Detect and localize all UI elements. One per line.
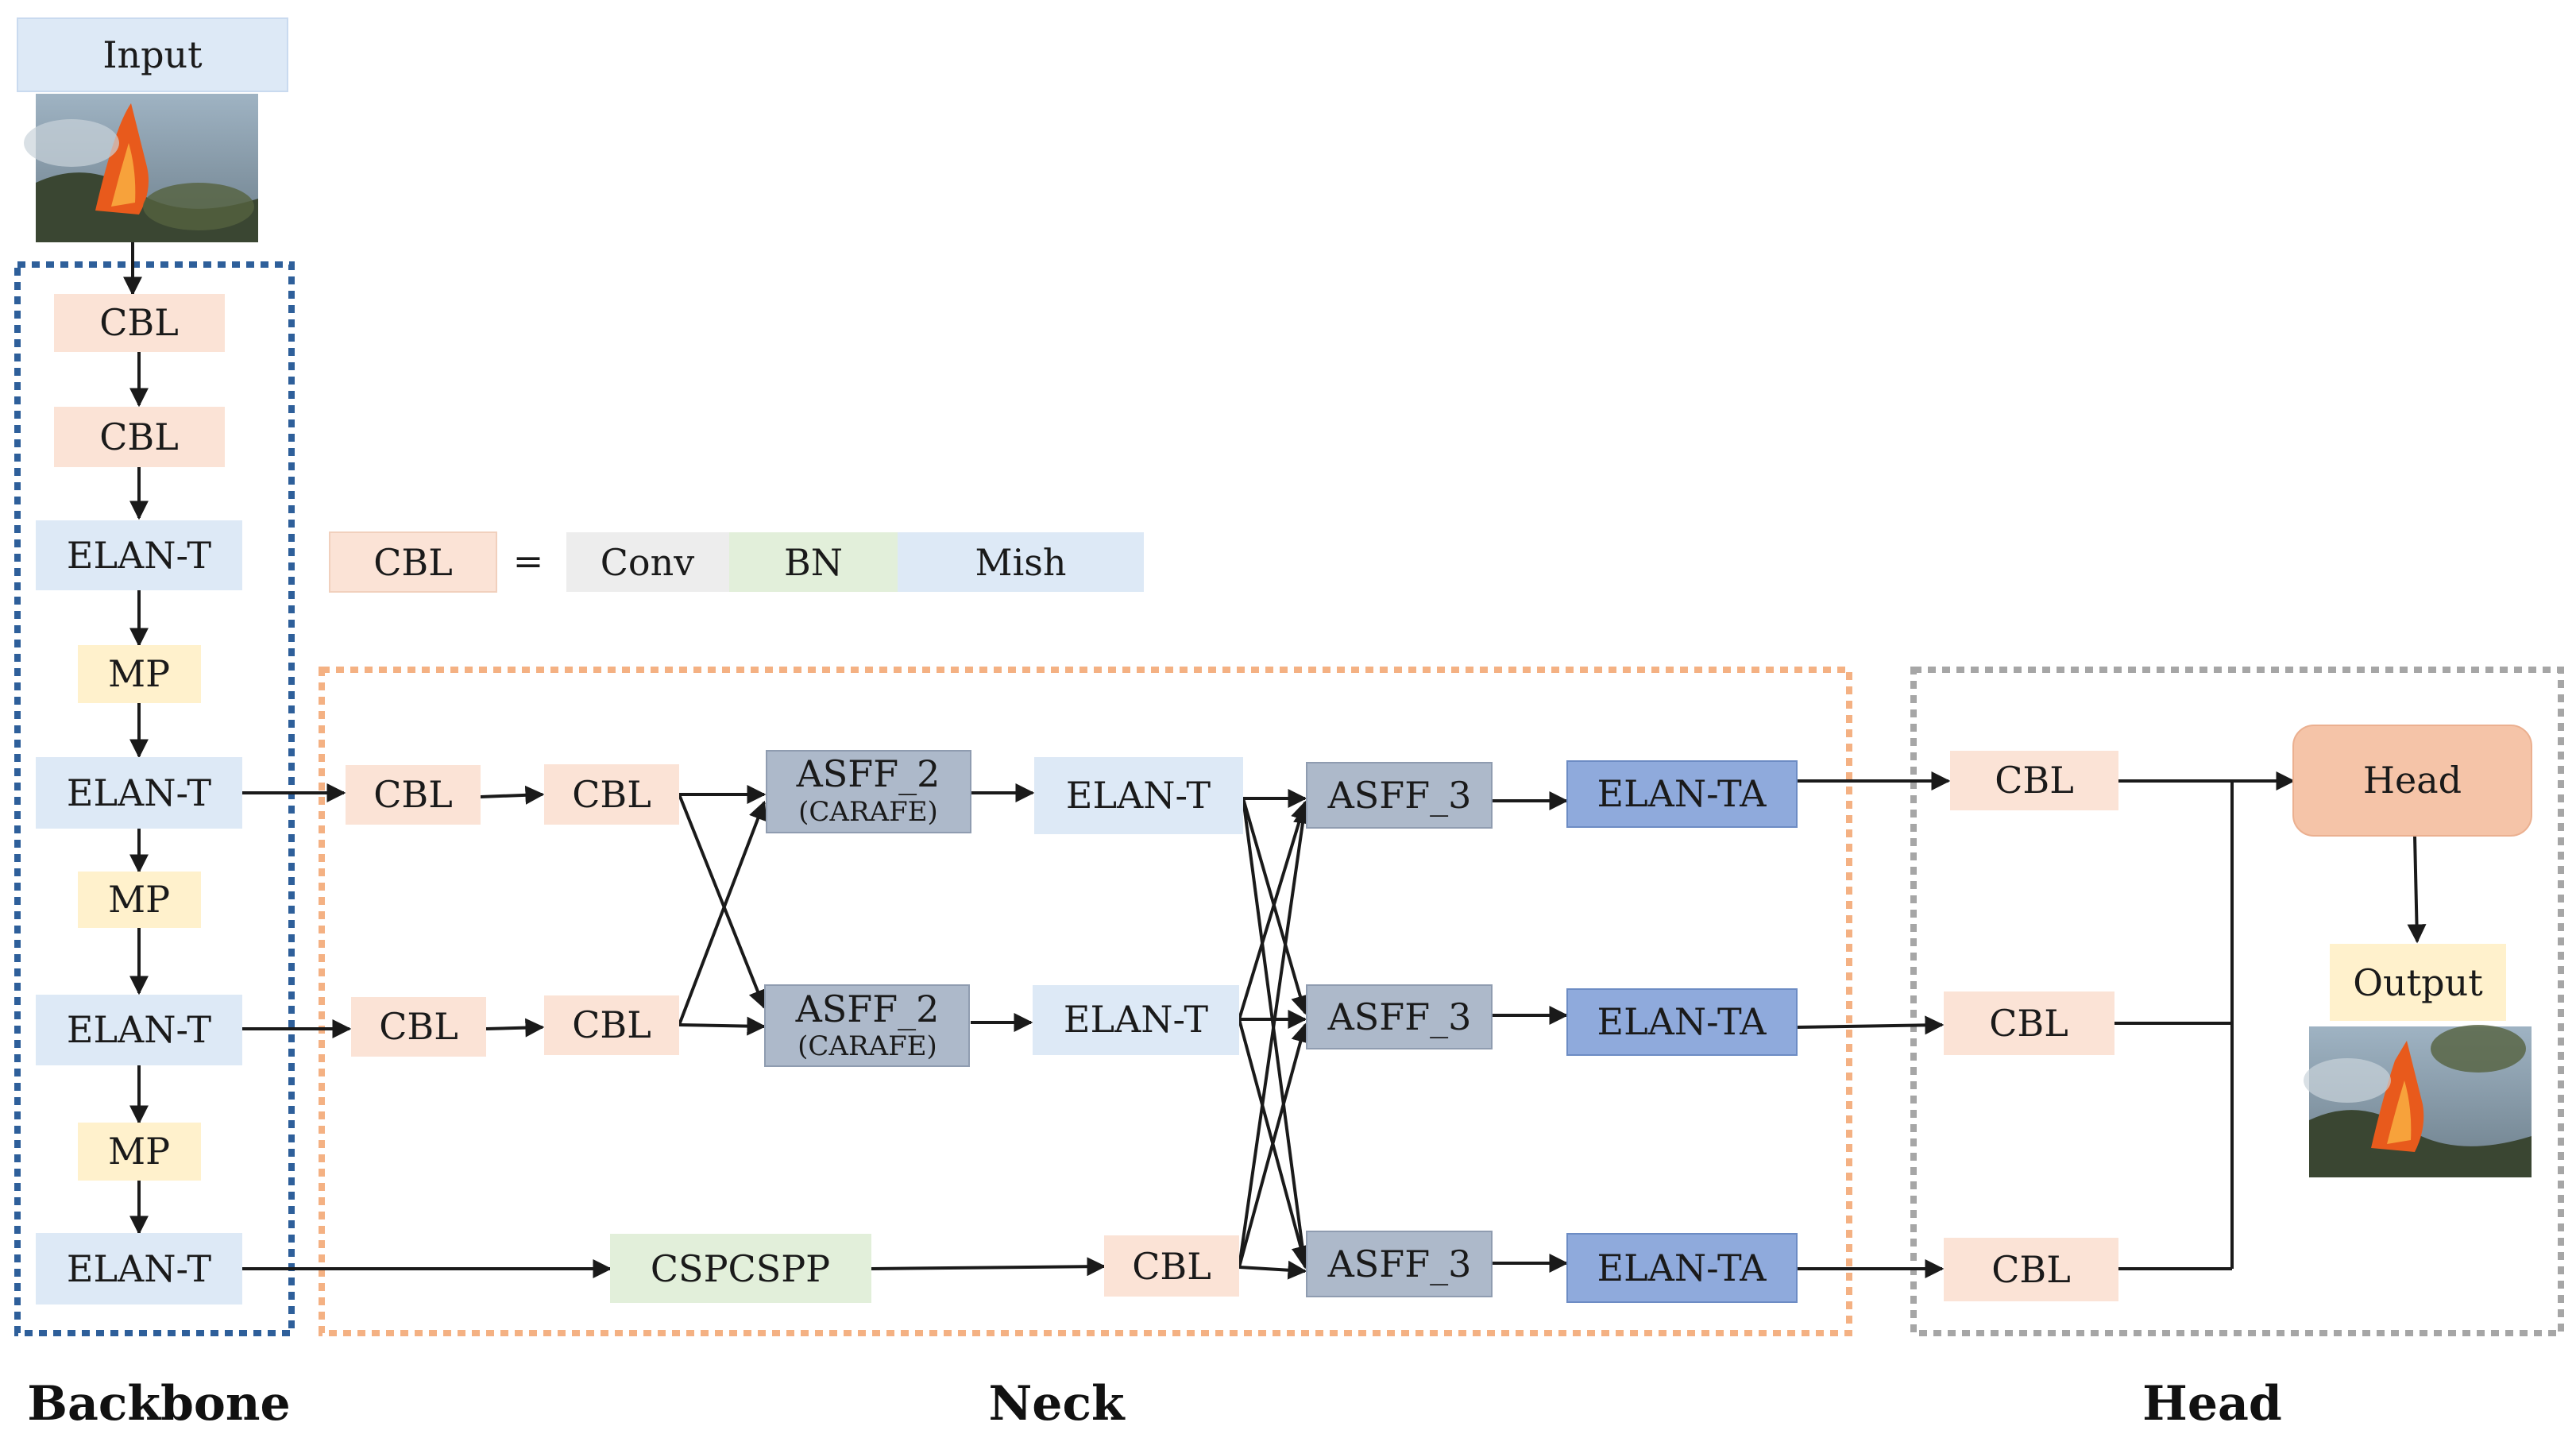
neck-asff3-mid: ASFF_3 — [1306, 984, 1493, 1049]
neck-asff2-top: ASFF_2 (CARAFE) — [766, 750, 971, 833]
svg-text:CBL: CBL — [572, 1003, 651, 1046]
neck-elan-t-mid: ELAN-T — [1033, 985, 1239, 1055]
svg-text:CBL: CBL — [1989, 1002, 2068, 1045]
svg-text:CBL: CBL — [1995, 759, 2074, 802]
neck-cbl-mid-2: CBL — [544, 995, 679, 1055]
svg-text:CBL: CBL — [379, 1005, 458, 1048]
legend-equals: = — [513, 539, 544, 582]
svg-text:ELAN-T: ELAN-T — [67, 771, 211, 814]
backbone-mp-2: MP — [78, 872, 201, 928]
svg-text:ELAN-T: ELAN-T — [1064, 998, 1208, 1041]
neck-cbl-mid-1: CBL — [351, 997, 486, 1057]
neck-cspcspp: CSPCSPP — [610, 1234, 871, 1303]
svg-text:Head: Head — [2363, 759, 2462, 802]
svg-text:ASFF_3: ASFF_3 — [1327, 995, 1472, 1038]
backbone-elan-t-2: ELAN-T — [36, 757, 242, 829]
section-label-neck: Neck — [988, 1376, 1126, 1432]
neck-elan-ta-top: ELAN-TA — [1566, 760, 1798, 828]
neck-asff3-top: ASFF_3 — [1306, 762, 1493, 829]
svg-text:CSPCSPP: CSPCSPP — [651, 1247, 830, 1290]
neck-elan-t-top: ELAN-T — [1034, 757, 1243, 834]
input-label: Input — [102, 33, 203, 76]
input-label-box: Input — [17, 17, 288, 92]
section-label-head: Head — [2142, 1376, 2282, 1432]
svg-text:CBL: CBL — [1991, 1248, 2071, 1291]
backbone-mp-1: MP — [78, 645, 201, 703]
svg-text:ELAN-TA: ELAN-TA — [1597, 1247, 1767, 1289]
legend-mish: Mish — [975, 541, 1066, 584]
backbone-cbl-2: CBL — [54, 407, 225, 467]
svg-text:CBL: CBL — [572, 773, 651, 816]
neck-elan-ta-mid: ELAN-TA — [1566, 988, 1798, 1056]
neck-frame — [319, 667, 1852, 1336]
head-cbl-top: CBL — [1950, 751, 2118, 810]
svg-text:(CARAFE): (CARAFE) — [798, 796, 938, 828]
svg-text:CBL: CBL — [99, 301, 179, 344]
svg-text:MP: MP — [108, 652, 170, 695]
backbone-mp-3: MP — [78, 1123, 201, 1181]
svg-text:CBL: CBL — [99, 416, 179, 458]
neck-asff3-bot: ASFF_3 — [1306, 1231, 1493, 1297]
backbone-cbl-1: CBL — [54, 294, 225, 352]
output-label: Output — [2353, 961, 2483, 1004]
svg-text:ASFF_3: ASFF_3 — [1327, 1243, 1472, 1285]
legend-cbl: CBL — [373, 541, 453, 584]
head-block: Head — [2292, 725, 2532, 837]
legend-bn: BN — [784, 541, 843, 584]
svg-text:ELAN-TA: ELAN-TA — [1597, 1000, 1767, 1043]
backbone-frame — [14, 261, 295, 1336]
neck-asff2-mid: ASFF_2 (CARAFE) — [764, 984, 970, 1067]
backbone-elan-t-3: ELAN-T — [36, 995, 242, 1065]
svg-text:ELAN-T: ELAN-T — [67, 534, 211, 577]
svg-text:ELAN-TA: ELAN-TA — [1597, 772, 1767, 815]
backbone-elan-t-1: ELAN-T — [36, 520, 242, 590]
input-image — [24, 94, 258, 242]
svg-text:ASFF_2: ASFF_2 — [795, 988, 940, 1030]
svg-text:ASFF_3: ASFF_3 — [1327, 774, 1472, 817]
svg-text:ELAN-T: ELAN-T — [67, 1008, 211, 1051]
head-cbl-bot: CBL — [1944, 1238, 2118, 1301]
backbone-elan-t-4: ELAN-T — [36, 1233, 242, 1305]
edges — [123, 242, 2427, 1280]
svg-text:(CARAFE): (CARAFE) — [798, 1030, 937, 1062]
svg-text:ELAN-T: ELAN-T — [1066, 774, 1211, 817]
head-frame — [1910, 667, 2564, 1336]
svg-text:CBL: CBL — [1132, 1245, 1211, 1288]
neck-elan-ta-bot: ELAN-TA — [1566, 1233, 1798, 1303]
neck-cbl-top-1: CBL — [346, 765, 481, 825]
output-image — [2304, 1025, 2532, 1177]
svg-text:MP: MP — [108, 1130, 170, 1173]
section-label-backbone: Backbone — [27, 1376, 290, 1432]
legend: CBL = Conv BN Mish — [329, 531, 1144, 593]
svg-text:ELAN-T: ELAN-T — [67, 1247, 211, 1290]
svg-text:MP: MP — [108, 878, 170, 921]
legend-conv: Conv — [601, 541, 695, 584]
neck-cbl-top-2: CBL — [544, 764, 679, 825]
output-label-box: Output — [2330, 944, 2506, 1021]
neck-cbl-bottom: CBL — [1104, 1235, 1239, 1297]
svg-text:CBL: CBL — [373, 773, 453, 816]
svg-text:ASFF_2: ASFF_2 — [796, 752, 940, 795]
head-cbl-mid: CBL — [1944, 991, 2114, 1055]
